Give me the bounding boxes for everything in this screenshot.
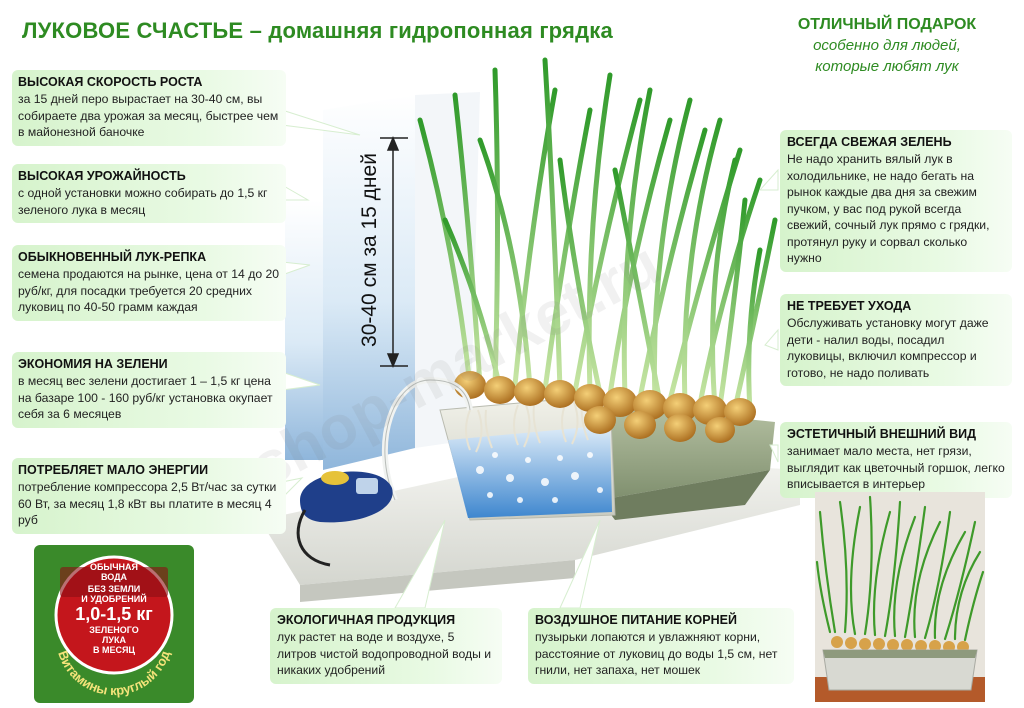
feature-text: семена продаются на рынке, цена от 14 до… — [18, 267, 280, 314]
planter-photo — [815, 492, 985, 702]
feature-eco: ЭКОЛОГИЧНАЯ ПРОДУКЦИЯ лук растет на воде… — [270, 608, 502, 684]
feature-savings: ЭКОНОМИЯ НА ЗЕЛЕНИ в месяц вес зелени до… — [12, 352, 286, 428]
window-pane-left — [285, 200, 323, 460]
feature-text: с одной установки можно собирать до 1,5 … — [18, 186, 268, 217]
window-pane — [323, 95, 415, 470]
photo-bulbs — [831, 636, 969, 653]
planter-tray-base — [600, 470, 770, 520]
badge-line-8: В МЕСЯЦ — [92, 645, 136, 655]
feature-text: пузырьки лопаются и увлажняют корни, рас… — [535, 630, 778, 677]
power-cord — [296, 509, 331, 567]
gift-subtitle-2: которые любят лук — [815, 58, 959, 75]
badge-line-2: ВОДА — [100, 572, 128, 582]
feature-text: потребление компрессора 2,5 Вт/час за су… — [18, 480, 277, 527]
air-compressor — [296, 471, 393, 567]
callout-pointers — [281, 109, 779, 609]
photo-tray-rim — [823, 650, 977, 658]
feature-no-care: НЕ ТРЕБУЕТ УХОДА Обслуживать установку м… — [780, 294, 1012, 386]
feature-text: занимает мало места, нет грязи, выглядит… — [787, 444, 1005, 491]
feature-text: в месяц вес зелени достигает 1 – 1,5 кг … — [18, 374, 273, 421]
badge-graphic: Витамины круглый год — [34, 545, 194, 703]
onion-bulbs — [454, 371, 756, 443]
feature-title: ВЫСОКАЯ СКОРОСТЬ РОСТА — [18, 75, 203, 89]
feature-title: ЭКОЛОГИЧНАЯ ПРОДУКЦИЯ — [277, 613, 456, 627]
feature-fresh-greens: ВСЕГДА СВЕЖАЯ ЗЕЛЕНЬ Не надо хранить вял… — [780, 130, 1012, 272]
badge-line-1: ОБЫЧНАЯ — [89, 562, 139, 572]
feature-title: ОБЫКНОВЕННЫЙ ЛУК-РЕПКА — [18, 250, 207, 264]
feature-onion-type: ОБЫКНОВЕННЫЙ ЛУК-РЕПКА семена продаются … — [12, 245, 286, 321]
page-title: ЛУКОВОЕ СЧАСТЬЕ – домашняя гидропонная г… — [22, 18, 613, 43]
feature-title: ВСЕГДА СВЕЖАЯ ЗЕЛЕНЬ — [787, 135, 952, 149]
air-bubbles — [476, 452, 603, 503]
feature-yield: ВЫСОКАЯ УРОЖАЙНОСТЬ с одной установки мо… — [12, 164, 286, 223]
badge-line-7: ЛУКА — [102, 635, 126, 645]
feature-text: Обслуживать установку могут даже дети - … — [787, 316, 989, 380]
window-sill-edge — [300, 560, 575, 602]
feature-growth-speed: ВЫСОКАЯ СКОРОСТЬ РОСТА за 15 дней перо в… — [12, 70, 286, 146]
height-label: 30-40 см за 15 дней — [358, 153, 381, 347]
feature-low-energy: ПОТРЕБЛЯЕТ МАЛО ЭНЕРГИИ потребление комп… — [12, 458, 286, 534]
water-cutaway — [448, 401, 612, 518]
feature-title: ВЫСОКАЯ УРОЖАЙНОСТЬ — [18, 169, 186, 183]
gift-title: ОТЛИЧНЫЙ ПОДАРОК — [797, 16, 977, 33]
badge-line-4: И УДОБРЕНИЙ — [81, 594, 147, 604]
feature-air-roots: ВОЗДУШНОЕ ПИТАНИЕ КОРНЕЙ пузырьки лопают… — [528, 608, 794, 684]
onion-greens — [417, 57, 778, 413]
height-arrow — [380, 136, 408, 368]
feature-title: ЭСТЕТИЧНЫЙ ВНЕШНИЙ ВИД — [787, 427, 977, 441]
badge-line-5: 1,0-1,5 кг — [75, 604, 153, 624]
feature-title: ЭКОНОМИЯ НА ЗЕЛЕНИ — [18, 357, 168, 371]
feature-title: ВОЗДУШНОЕ ПИТАНИЕ КОРНЕЙ — [535, 613, 737, 627]
badge-line-3: БЕЗ ЗЕМЛИ — [87, 584, 141, 594]
feature-aesthetic: ЭСТЕТИЧНЫЙ ВНЕШНИЙ ВИД занимает мало мес… — [780, 422, 1012, 498]
gift-note: ОТЛИЧНЫЙ ПОДАРОК особенно для людей, кот… — [772, 14, 1002, 77]
photo-greens — [815, 495, 985, 642]
feature-title: ПОТРЕБЛЯЕТ МАЛО ЭНЕРГИИ — [18, 463, 209, 477]
feature-text: лук растет на воде и воздухе, 5 литров ч… — [277, 630, 492, 677]
gift-subtitle-1: особенно для людей, — [813, 37, 961, 54]
feature-text: за 15 дней перо вырастает на 30-40 см, в… — [18, 92, 279, 139]
badge-line-6: ЗЕЛЕНОГО — [89, 625, 139, 635]
vitamins-badge: Витамины круглый год ОБЫЧНАЯ ВОДА БЕЗ ЗЕ… — [34, 545, 194, 703]
feature-title: НЕ ТРЕБУЕТ УХОДА — [787, 299, 912, 313]
feature-text: Не надо хранить вялый лук в холодильнике… — [787, 152, 990, 265]
